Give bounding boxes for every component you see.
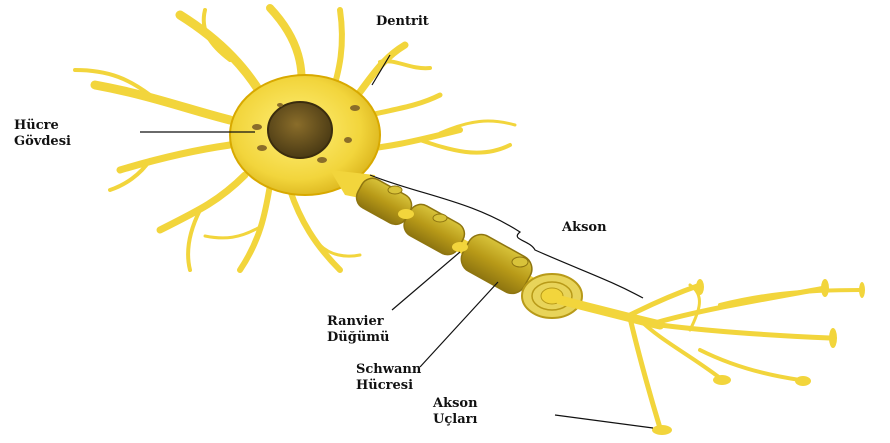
label-node-of-ranvier: Ranvier Düğümü xyxy=(327,314,389,346)
label-schwann-cell: Schwann Hücresi xyxy=(356,362,421,394)
label-schwann-line1: Schwann xyxy=(356,362,421,378)
label-axon-terminals-line2: Uçları xyxy=(433,412,478,428)
label-dendrite: Dentrit xyxy=(376,14,429,30)
label-axon: Akson xyxy=(562,220,607,236)
nucleus xyxy=(268,102,332,158)
label-cell-body-line1: Hücre xyxy=(14,118,71,134)
label-ranvier-line1: Ranvier xyxy=(327,314,389,330)
label-axon-terminals: Akson Uçları xyxy=(433,396,478,428)
myelin-sheaths xyxy=(352,174,537,298)
label-cell-body-line2: Gövdesi xyxy=(14,134,71,150)
label-ranvier-line2: Düğümü xyxy=(327,330,389,346)
label-schwann-line2: Hücresi xyxy=(356,378,421,394)
label-axon-terminals-line1: Akson xyxy=(433,396,478,412)
label-cell-body: Hücre Gövdesi xyxy=(14,118,71,150)
axon-terminals xyxy=(560,285,860,428)
